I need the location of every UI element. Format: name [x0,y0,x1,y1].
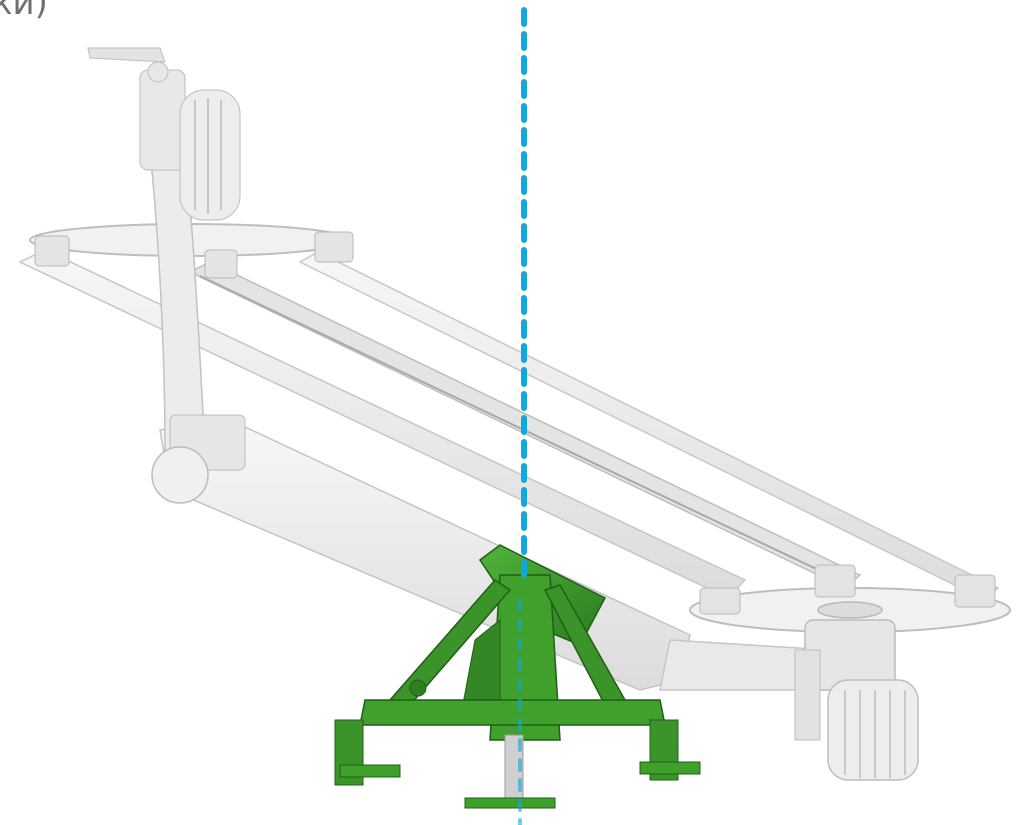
green-base [334,544,701,809]
bottom-motor-head [794,619,919,781]
rear-rail [298,251,1000,601]
lower-turntable [689,564,1011,633]
top-motor-head [87,47,241,221]
caption-fragment: ки) [0,0,48,23]
rotation-axis-line [518,7,527,825]
camera-arm [149,149,246,504]
